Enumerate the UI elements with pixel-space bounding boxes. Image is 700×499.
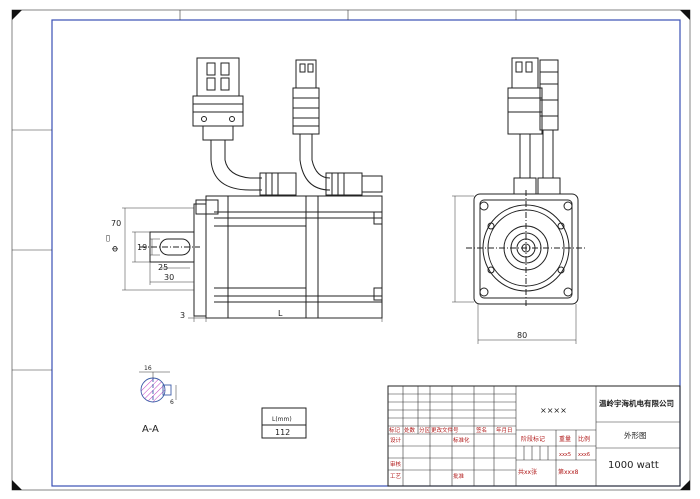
sheet-number: 第xxx8 bbox=[558, 468, 579, 476]
connector-left bbox=[192, 57, 297, 196]
mark-col-sign: 签名 bbox=[476, 426, 487, 434]
mark-col-zone: 分区 bbox=[419, 426, 431, 434]
dim-key-length: 25 bbox=[158, 263, 168, 272]
label-review: 审核 bbox=[390, 460, 402, 468]
front-connectors bbox=[507, 57, 561, 195]
mark-col-mark: 标记 bbox=[389, 426, 401, 434]
label-stage-mark: 阶段标记 bbox=[521, 435, 545, 443]
company-name: 温岭宇海机电有限公司 bbox=[599, 398, 674, 408]
mark-col-date: 年月日 bbox=[496, 426, 513, 434]
value-weight: xxx5 bbox=[559, 452, 571, 458]
motor-body bbox=[193, 195, 383, 319]
label-scale: 比例 bbox=[578, 435, 590, 443]
drawing-name: 外形图 bbox=[624, 430, 647, 440]
shaft bbox=[140, 231, 200, 263]
power-rating: 1000 watt bbox=[608, 460, 659, 471]
label-standardize: 标准化 bbox=[453, 436, 470, 444]
dim-key-width: 19 bbox=[137, 243, 147, 252]
front-view-dimensions bbox=[452, 195, 577, 344]
dim-flange-thickness: 3 bbox=[180, 311, 185, 320]
dim-body-length: L bbox=[278, 309, 283, 318]
section-label: A-A bbox=[142, 424, 159, 435]
front-flange bbox=[466, 190, 586, 308]
label-weight: 重量 bbox=[559, 435, 571, 443]
dim-key-depth: 6 bbox=[170, 399, 174, 406]
mark-col-change-doc: 更改文件号 bbox=[431, 426, 459, 434]
label-process: 工艺 bbox=[390, 473, 402, 480]
front-view: 80 bbox=[452, 57, 586, 344]
side-view: Φ ▭ 19 70 25 30 3 L bbox=[103, 57, 383, 322]
title-block: 温岭宇海机电有限公司 ×××× 外形图 1000 watt 标记 处数 分区 更… bbox=[387, 385, 681, 487]
label-approve: 批准 bbox=[453, 472, 465, 480]
drawing-frame bbox=[11, 9, 691, 491]
sheet-total: 共xx张 bbox=[518, 468, 537, 476]
length-table-header: L(mm) bbox=[272, 416, 292, 423]
dim-shaft-dia: Φ bbox=[111, 246, 120, 252]
dim-flange-width: 80 bbox=[517, 331, 527, 340]
side-view-dimensions bbox=[122, 207, 383, 322]
length-table-value: 112 bbox=[275, 428, 290, 437]
drawing-number: ×××× bbox=[540, 406, 567, 415]
dim-key-w: 16 bbox=[144, 365, 152, 372]
dim-flange-height: 70 bbox=[111, 219, 121, 228]
connector-right bbox=[292, 59, 383, 196]
length-table: L(mm) 112 bbox=[261, 407, 307, 439]
corner-markers bbox=[12, 10, 690, 490]
section-a-a: 16 6 A-A bbox=[139, 365, 177, 435]
value-scale: xxx6 bbox=[578, 452, 590, 458]
dim-shaft-length: 30 bbox=[164, 273, 174, 282]
mark-col-count: 处数 bbox=[404, 426, 416, 434]
label-design: 设计 bbox=[390, 436, 402, 444]
dim-flange-height-mark: ▭ bbox=[103, 234, 112, 242]
